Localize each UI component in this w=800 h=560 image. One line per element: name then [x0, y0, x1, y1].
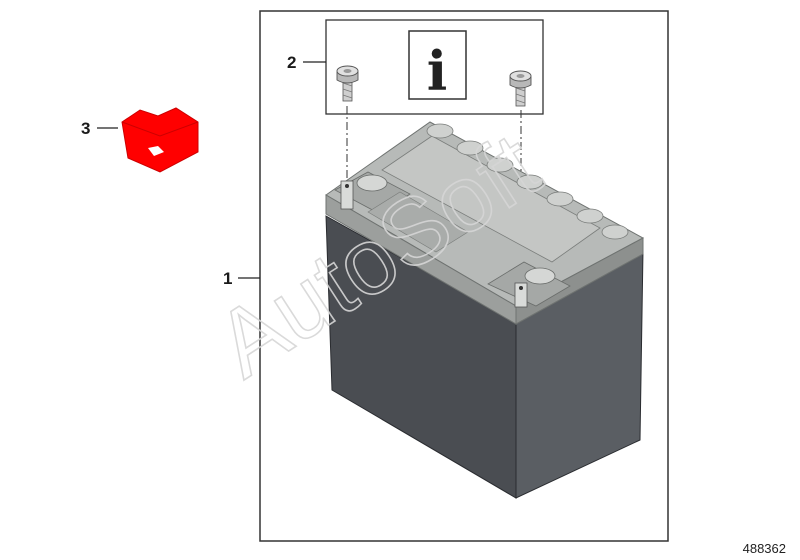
callout-1-number[interactable]: 1 [223, 269, 232, 288]
battery [325, 121, 645, 499]
terminal-cap [121, 107, 199, 173]
battery-cell-caps [426, 123, 629, 240]
screw-right [509, 70, 532, 107]
screw-left [336, 65, 359, 102]
info-icon[interactable]: i [408, 30, 467, 103]
callout-2-number[interactable]: 2 [287, 53, 296, 72]
battery-lid-raised [381, 135, 601, 263]
battery-lid-groove [367, 191, 469, 253]
info-icon-glyph: i [427, 39, 448, 103]
reference-number: 488362 [742, 541, 786, 556]
battery-terminal-right [487, 261, 571, 308]
callout-3-number[interactable]: 3 [81, 119, 90, 138]
battery-lid-rim-side [515, 237, 644, 325]
assembly-frame [259, 10, 669, 542]
